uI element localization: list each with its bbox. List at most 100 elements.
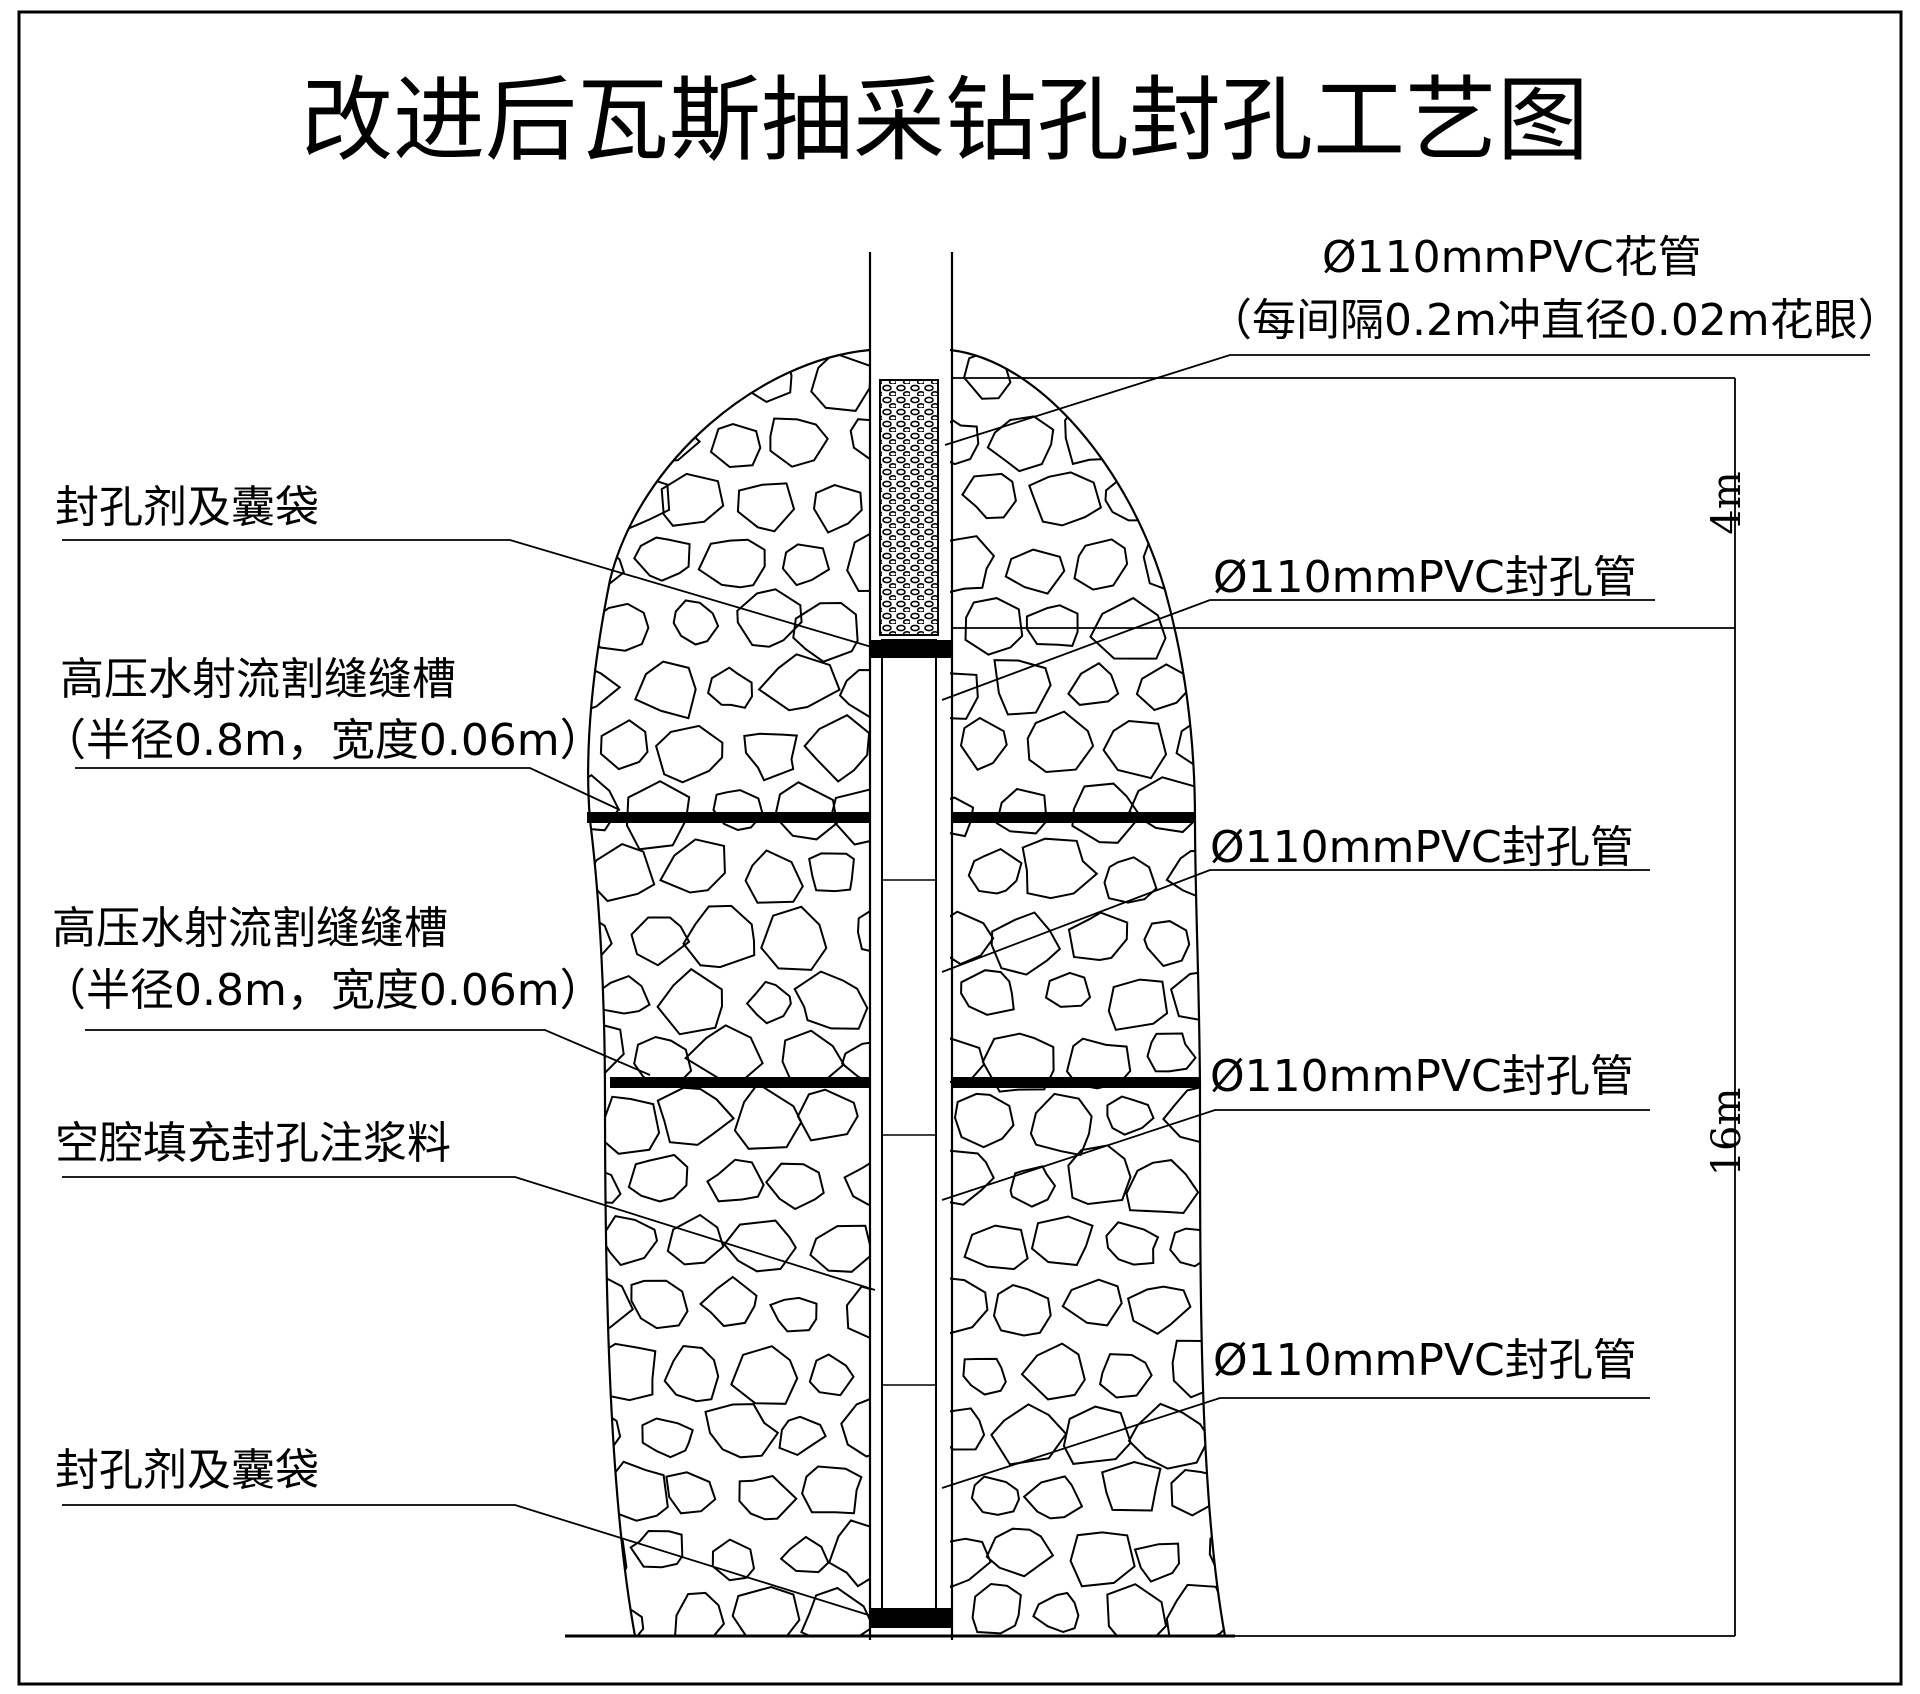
label-sealing-pipe-4: Ø110mmPVC封孔管 (1213, 1335, 1637, 1386)
label-sealing-pipe-1: Ø110mmPVC封孔管 (1213, 552, 1637, 603)
sealant-plug-top (870, 640, 952, 658)
rock-stone (738, 1474, 798, 1521)
rock-stone (1030, 1215, 1094, 1267)
rock-stone (841, 1040, 870, 1085)
rock-stone (1044, 971, 1092, 1008)
rock-stone (1107, 978, 1169, 1031)
rock-stone (633, 536, 691, 582)
rock-stone (588, 773, 620, 832)
rock-stone (964, 597, 1024, 656)
rock-stone (971, 1582, 1022, 1635)
rock-stone (1179, 596, 1225, 642)
rock-stone (1203, 917, 1225, 970)
rock-stone (731, 1585, 801, 1636)
rock-stone (1135, 663, 1188, 712)
rock-stone (781, 543, 831, 587)
rock-stone (1211, 1148, 1225, 1201)
rock-stone (985, 1527, 1055, 1578)
rock-stone (744, 849, 804, 904)
rock-stone (711, 1538, 756, 1582)
rock-stone (1062, 1405, 1132, 1465)
label-seal-bottom: 封孔剂及囊袋 (55, 1445, 319, 1496)
rock-stone (627, 1153, 689, 1203)
rock-stone (1128, 776, 1207, 834)
rock-stone (990, 1403, 1068, 1466)
label-slot-1-note: （半径0.8m，宽度0.06m） (42, 715, 604, 766)
rock-stone (953, 1092, 1015, 1149)
rock-stone (962, 1357, 1007, 1396)
rock-stone (1028, 471, 1103, 527)
rock-stone (656, 967, 724, 1036)
rock-stone (1208, 408, 1225, 461)
rock-stone (600, 974, 651, 1015)
rock-stone (757, 653, 841, 712)
rock-stone (960, 969, 1015, 1016)
rock-stone (588, 602, 650, 652)
label-perforated-pipe: Ø110mmPVC花管 (1322, 232, 1702, 283)
leader-seal-bottom (62, 1504, 876, 1618)
rock-stone (723, 1219, 797, 1273)
rock-stone (709, 423, 762, 469)
rock-stone (625, 780, 691, 851)
leader-grout (62, 1176, 876, 1291)
cutting-slot-1-left (587, 812, 870, 823)
rock-stone (961, 472, 1017, 520)
rock-stone (827, 1519, 870, 1588)
rock-stone (810, 351, 870, 412)
rock-texture-left (588, 350, 870, 1636)
rock-stone (593, 1342, 657, 1402)
rock-stone (1106, 1583, 1168, 1636)
rock-stone (1133, 1542, 1181, 1583)
rock-stone (736, 482, 796, 533)
rock-stone (1069, 1531, 1136, 1588)
rock-stone (808, 1353, 855, 1397)
dimension-upper: 4m (1704, 471, 1750, 534)
rock-stone (1098, 1353, 1153, 1399)
rock-stone (1203, 1397, 1225, 1455)
rock-stone (1169, 1227, 1223, 1268)
rock-stone (683, 1024, 764, 1082)
rock-stone (769, 417, 829, 468)
rock-stone (588, 1168, 622, 1204)
rock-stone (654, 724, 724, 784)
label-slot-2-note: （半径0.8m，宽度0.06m） (42, 965, 604, 1016)
rock-stone (950, 1407, 986, 1451)
rock-stone (774, 781, 838, 841)
dimension-lower: 16m (1704, 1088, 1750, 1177)
rock-stone (588, 547, 625, 590)
rock-stone (950, 1275, 989, 1335)
rock-stone (588, 412, 630, 473)
rock-stone (1105, 1221, 1160, 1266)
rock-stone (733, 350, 793, 404)
rock-stone (778, 1415, 827, 1457)
rock-stone (1126, 1285, 1192, 1335)
rock-texture-right (950, 350, 1225, 1636)
rock-stone (967, 847, 1023, 895)
rock-stone (633, 417, 702, 463)
rock-stone (838, 668, 870, 722)
label-slot-1-name: 高压水射流割缝缝槽 (60, 654, 456, 705)
rock-stone (1009, 1165, 1057, 1208)
rock-stone (796, 1088, 859, 1142)
leader-seal-top (62, 539, 876, 649)
rock-stone (641, 1417, 694, 1459)
rock-stone (990, 911, 1062, 976)
rock-stone (1064, 400, 1130, 466)
rock-stone (658, 838, 726, 894)
rock-stone (959, 716, 1008, 771)
rock-stone (682, 904, 756, 969)
rock-stone (768, 1296, 818, 1333)
rock-stone (1208, 1522, 1225, 1570)
rock-stone (603, 1603, 645, 1636)
label-slot-2-name: 高压水射流割缝缝槽 (52, 903, 448, 954)
rock-stone (950, 910, 995, 966)
rock-stone (630, 1279, 689, 1330)
outer-frame (17, 10, 1903, 1686)
rock-stone (633, 660, 697, 720)
perforated-pipe (879, 379, 939, 636)
rock-stone (1067, 1144, 1132, 1206)
rock-stone (588, 1273, 635, 1338)
rock-stone (1106, 1095, 1155, 1136)
rock-stone (950, 672, 979, 720)
